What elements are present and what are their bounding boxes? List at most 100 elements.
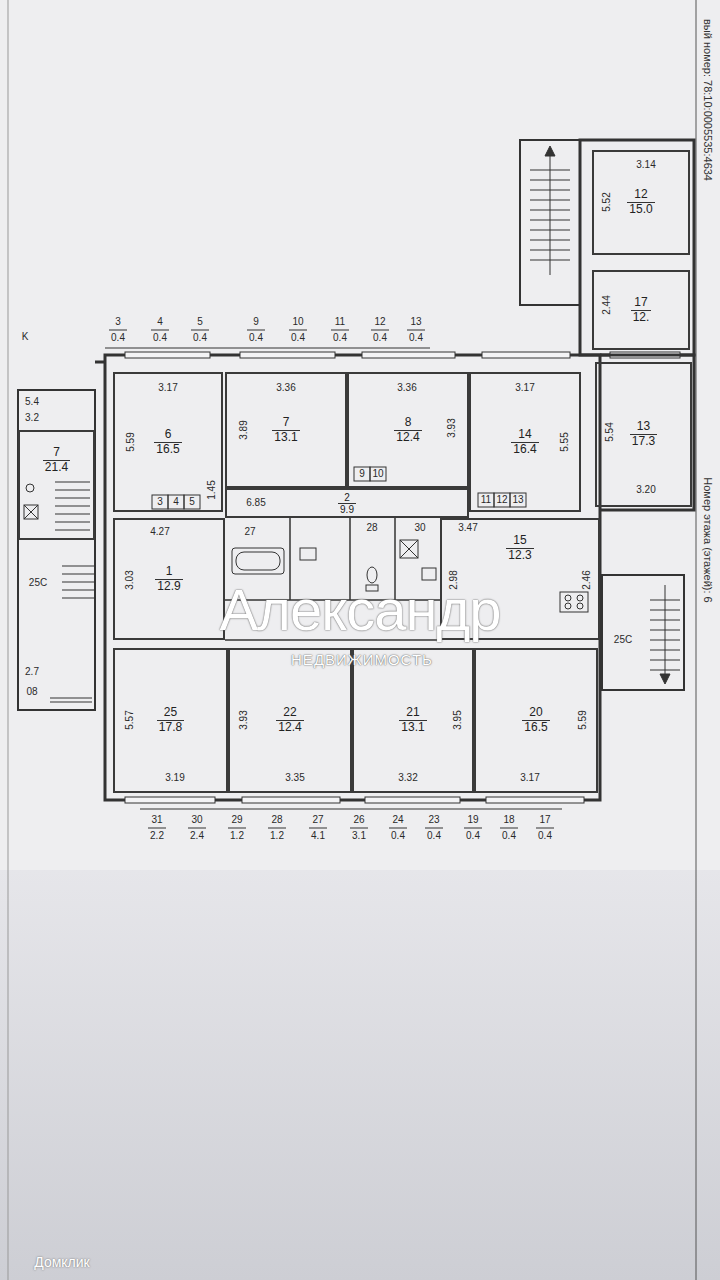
room-area: 16.4	[511, 442, 538, 457]
dimension-label: 5.57	[124, 710, 136, 729]
dimension-label: 3.14	[636, 159, 655, 171]
element-number: 27	[312, 814, 323, 826]
element-area: 1.2	[230, 830, 244, 842]
callout-number: 10	[372, 468, 383, 480]
room-number: 12	[634, 188, 647, 202]
dimension-label: 3.32	[398, 772, 417, 784]
room-area: 12.	[631, 310, 652, 325]
dimension-label: 2.7	[25, 666, 39, 678]
room-area: 16.5	[154, 442, 181, 457]
room-area: 17.3	[630, 434, 657, 449]
top-row-lines	[105, 330, 430, 348]
dimension-label: 6.85	[246, 497, 265, 509]
dimension-label: 1.45	[206, 480, 218, 499]
element-number: 17	[539, 814, 550, 826]
room-number: 22	[283, 706, 296, 720]
element-area: 0.4	[153, 332, 167, 344]
callout-number: 13	[512, 494, 523, 506]
dimension-label: 3.93	[238, 710, 250, 729]
dimension-label: 3.36	[397, 382, 416, 394]
room: 721.4	[18, 430, 95, 540]
dimension-label: 3.17	[158, 382, 177, 394]
element-area: 2.4	[190, 830, 204, 842]
element-number: 24	[392, 814, 403, 826]
dimension-label: 5.4	[25, 396, 39, 408]
callout-number: 27	[244, 526, 255, 538]
element-area: 0.4	[333, 332, 347, 344]
dimension-label: 3.20	[636, 484, 655, 496]
element-number: 29	[231, 814, 242, 826]
dimension-label: 3.03	[124, 570, 136, 589]
outer-wall	[95, 361, 105, 364]
element-area: 1.2	[270, 830, 284, 842]
element-area: 0.4	[111, 332, 125, 344]
element-number: 31	[151, 814, 162, 826]
callout-number: 4	[173, 496, 179, 508]
frame-line	[696, 0, 697, 1280]
dimension-label: 5.59	[125, 432, 137, 451]
room-area: 15.0	[627, 202, 654, 217]
callout-number: 08	[26, 686, 37, 698]
element-number: 5	[197, 316, 203, 328]
stairs	[650, 585, 680, 684]
element-number: 13	[410, 316, 421, 328]
stair-block	[18, 390, 95, 710]
element-area: 0.4	[291, 332, 305, 344]
dimension-label: 3.17	[515, 382, 534, 394]
photo-shadow	[0, 870, 720, 1280]
element-area: 2.2	[150, 830, 164, 842]
element-area: 0.4	[538, 830, 552, 842]
room-area: 12.3	[506, 548, 533, 563]
watermark: НЕДВИЖИМОСТЬ	[291, 651, 433, 668]
callout-number: 9	[359, 468, 365, 480]
room-number: 15	[513, 534, 526, 548]
room-number: 8	[405, 416, 412, 430]
dimension-label: 3.36	[276, 382, 295, 394]
dimension-label: 3.19	[165, 772, 184, 784]
room-number: 6	[165, 428, 172, 442]
bottom-row-lines	[140, 809, 562, 828]
stairs	[530, 146, 570, 275]
room-area: 9.9	[338, 503, 356, 515]
element-area: 0.4	[502, 830, 516, 842]
room-area: 13.1	[272, 430, 299, 445]
element-area: 0.4	[391, 830, 405, 842]
room-area: 12.4	[276, 720, 303, 735]
watermark: Александр	[219, 577, 500, 644]
dimension-label: 4.27	[150, 526, 169, 538]
stair-well	[602, 575, 684, 690]
dimension-label: 3.95	[452, 710, 464, 729]
callout-number: 30	[414, 522, 425, 534]
room-number: 20	[529, 706, 542, 720]
callout-number: 11	[481, 494, 491, 506]
element-area: 0.4	[466, 830, 480, 842]
element-area: 3.1	[352, 830, 366, 842]
room-area: 16.5	[522, 720, 549, 735]
dimension-label: 2.44	[601, 295, 613, 314]
callout-number: K	[22, 331, 29, 343]
room-area: 12.9	[155, 579, 182, 594]
element-number: 9	[253, 316, 259, 328]
dimension-label: 3.35	[285, 772, 304, 784]
callout-number: 3	[157, 496, 163, 508]
callout-number: 25C	[614, 634, 632, 646]
room-number: 1	[166, 565, 173, 579]
sheet-note: Номер этажа (этажей): 6	[702, 477, 715, 602]
room-number: 14	[518, 428, 531, 442]
stairs	[24, 482, 95, 702]
room-area: 12.4	[394, 430, 421, 445]
logo-text: Домклик	[34, 1254, 89, 1270]
callout-number: 28	[366, 522, 377, 534]
room-number: 2	[344, 492, 350, 503]
room-number: 21	[406, 706, 419, 720]
element-number: 18	[503, 814, 514, 826]
room-number: 13	[637, 420, 650, 434]
element-number: 4	[157, 316, 163, 328]
element-number: 11	[335, 316, 345, 328]
element-area: 0.4	[193, 332, 207, 344]
element-number: 3	[115, 316, 121, 328]
stair-well	[520, 140, 580, 305]
dimension-label: 5.54	[604, 422, 616, 441]
frame-line	[8, 0, 9, 1280]
